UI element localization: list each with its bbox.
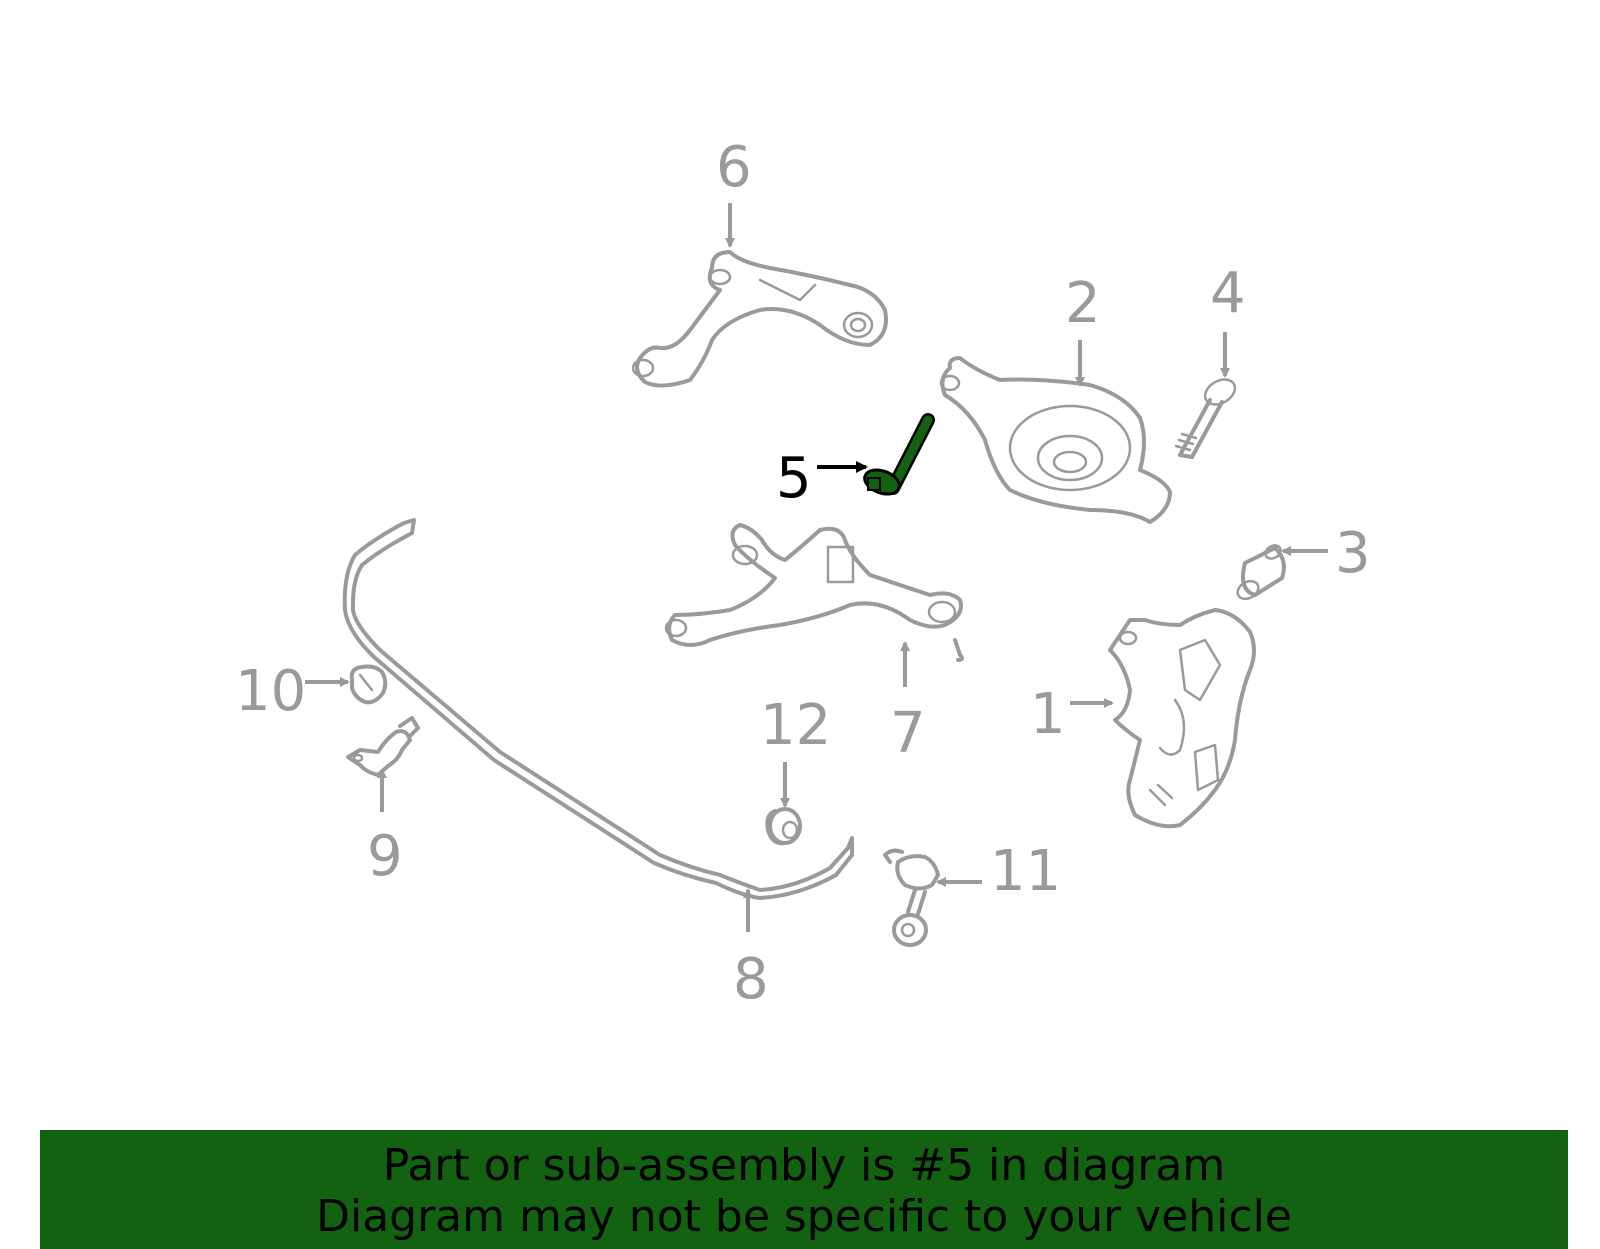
- callout-1-label: 1: [1030, 682, 1066, 747]
- callout-3-label: 3: [1335, 521, 1371, 586]
- callout-6-label: 6: [716, 135, 752, 200]
- callout-12-label: 12: [760, 693, 831, 758]
- upper-control-arm-part[interactable]: [631, 250, 888, 388]
- link-bushing-part[interactable]: [765, 807, 802, 846]
- callout-11-label: 11: [990, 839, 1061, 904]
- callout-4[interactable]: 4: [1210, 261, 1246, 378]
- callout-10-label: 10: [235, 659, 306, 724]
- cam-bolt-part[interactable]: [861, 413, 935, 498]
- bar-bushing-part[interactable]: [349, 664, 388, 705]
- lower-control-arm-part[interactable]: [939, 356, 1172, 524]
- callout-12[interactable]: 12: [760, 693, 831, 808]
- info-banner: Part or sub-assembly is #5 in diagram Di…: [40, 1130, 1568, 1249]
- bolt-part[interactable]: [1174, 374, 1239, 459]
- stabilizer-link-part[interactable]: [883, 848, 940, 947]
- callout-8[interactable]: 8: [733, 888, 769, 1012]
- knuckle-part[interactable]: [1108, 608, 1256, 829]
- callout-9-label: 9: [367, 824, 403, 889]
- stabilizer-bar-part[interactable]: [342, 518, 854, 900]
- callout-7[interactable]: 7: [890, 641, 926, 766]
- callout-5-label: 5: [776, 446, 812, 511]
- callout-4-label: 4: [1210, 261, 1246, 326]
- callout-5[interactable]: 5: [776, 446, 868, 511]
- trailing-arm-part[interactable]: [664, 523, 965, 662]
- callout-3[interactable]: 3: [1281, 521, 1371, 586]
- bushing-part[interactable]: [1234, 543, 1286, 603]
- callout-10[interactable]: 10: [235, 659, 350, 724]
- banner-line-2: Diagram may not be specific to your vehi…: [316, 1191, 1292, 1242]
- bar-bracket-part[interactable]: [346, 716, 420, 777]
- callout-2[interactable]: 2: [1065, 271, 1101, 387]
- callout-1[interactable]: 1: [1030, 682, 1114, 747]
- callout-7-label: 7: [890, 701, 926, 766]
- callout-8-label: 8: [733, 947, 769, 1012]
- banner-line-1: Part or sub-assembly is #5 in diagram: [382, 1140, 1226, 1191]
- callout-11[interactable]: 11: [936, 839, 1061, 904]
- callout-9[interactable]: 9: [367, 768, 403, 889]
- callout-6[interactable]: 6: [716, 135, 752, 248]
- callout-2-label: 2: [1065, 271, 1101, 336]
